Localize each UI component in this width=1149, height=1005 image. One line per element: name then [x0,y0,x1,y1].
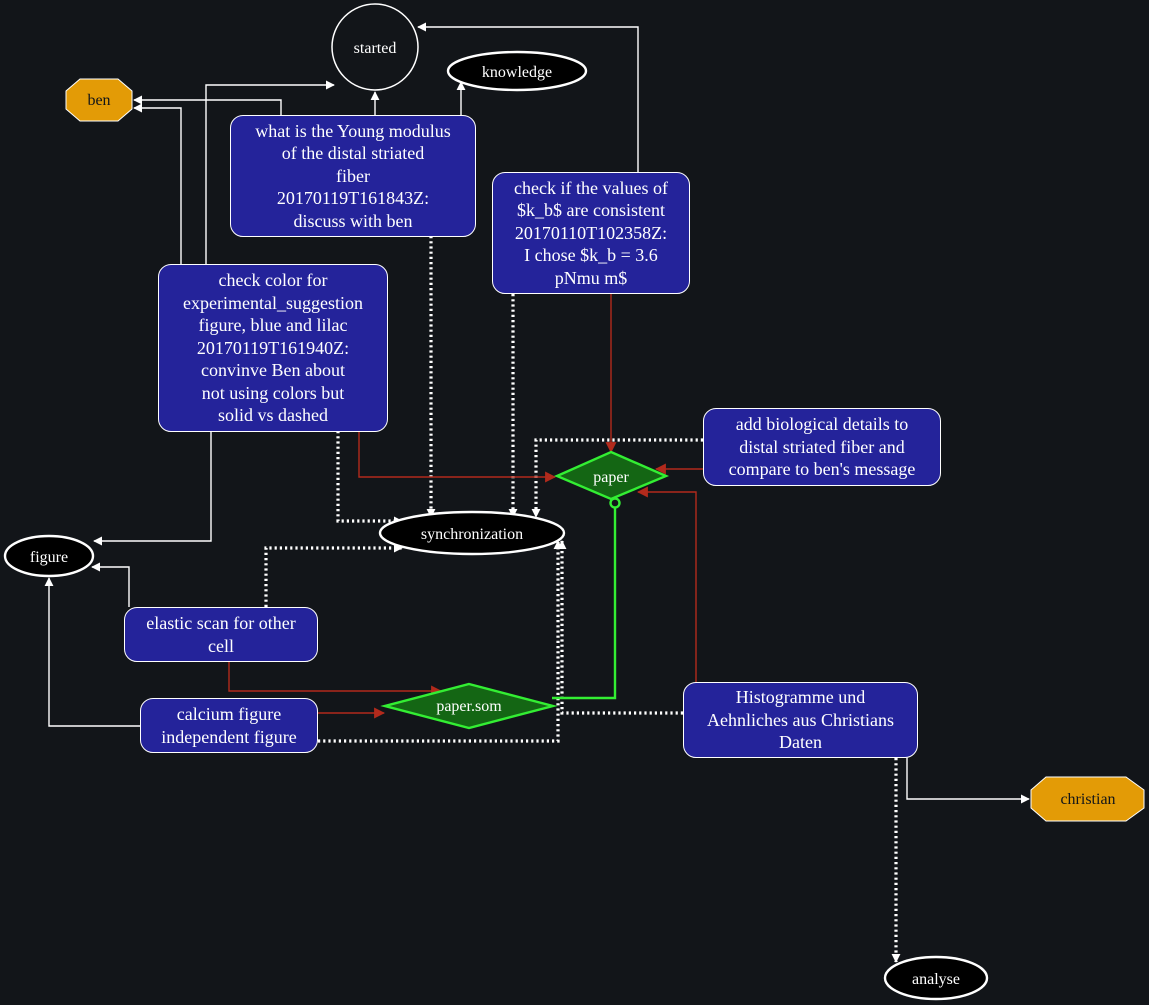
task-line: what is the Young modulus [255,120,451,141]
task-line: compare to ben's message [728,459,916,480]
task-line: Histogramme und [735,687,866,708]
edge-elastic-to-papersom [228,662,443,697]
node-paper-som[interactable]: paper.som [380,682,558,730]
task-elastic-scan[interactable]: elastic scan for other cell [124,607,318,662]
task-line: Daten [779,732,822,753]
task-line: check if the values of [514,177,668,198]
node-paper[interactable]: paper [553,450,670,501]
node-analyse-label: analyse [912,971,960,988]
task-young-modulus[interactable]: what is the Young modulus of the distal … [230,115,476,237]
edge-addbio-to-sync [531,438,703,518]
edge-histo-to-christian [906,758,1030,804]
edge-color-to-ben [133,103,182,265]
task-line: calcium figure [176,704,282,724]
task-line: Aehnliches aus Christians [707,709,894,730]
task-add-bio[interactable]: add biological details to distal striate… [703,408,941,486]
task-calcium-figure[interactable]: calcium figure independent figure [140,698,318,753]
node-paper-som-label: paper.som [436,698,502,715]
edge-color-to-figure [93,431,212,546]
task-line: pNmu m$ [554,267,628,288]
task-line: independent figure [161,726,297,747]
node-knowledge-label: knowledge [482,64,552,81]
edge-elastic-to-figure [91,562,130,607]
task-line: 20170119T161940Z: [196,337,350,358]
task-line: discuss with ben [293,210,413,231]
task-line: not using colors but [201,382,345,403]
task-line: 20170119T161843Z: [276,188,430,209]
node-figure[interactable]: figure [3,534,95,578]
node-figure-label: figure [30,549,68,566]
task-check-color[interactable]: check color for experimental_suggestion … [158,264,388,432]
task-check-kb[interactable]: check if the values of $k_b$ are consist… [492,172,690,294]
edge-elastic-to-sync [264,543,403,607]
node-started[interactable]: started [331,3,419,91]
edge-calcium-to-figure [44,577,140,727]
task-line: fiber [336,165,370,186]
node-knowledge[interactable]: knowledge [446,50,588,92]
task-line: figure, blue and lilac [198,315,348,336]
node-christian-label: christian [1060,791,1115,808]
edge-histo-to-paper [636,486,697,684]
task-line: $k_b$ are consistent [517,200,665,221]
node-synchronization[interactable]: synchronization [378,510,566,556]
node-analyse[interactable]: analyse [883,955,989,1001]
edge-calcium-to-sync [318,540,563,743]
task-line: distal striated fiber and [739,436,905,457]
task-line: check color for [218,270,328,291]
edge-histo-to-sync [557,540,683,715]
edge-color-to-sync [336,431,403,526]
edge-kb-to-started [417,22,639,172]
node-paper-label: paper [593,469,629,486]
node-synchronization-label: synchronization [421,526,523,543]
task-line: I chose $k_b = 3.6 [524,245,658,266]
node-christian[interactable]: christian [1030,776,1145,822]
edges-red [228,294,703,719]
edge-color-to-paper [358,431,557,483]
edge-young-to-ben [133,95,282,115]
task-line: cell [208,635,234,656]
node-ben[interactable]: ben [65,78,133,122]
edges-solid [44,22,1030,804]
task-line: experimental_suggestion [183,292,363,313]
task-line: add biological details to [735,414,909,435]
task-line: of the distal striated [281,143,425,164]
task-line: convinve Ben about [201,360,345,381]
task-line: 20170110T102358Z: [514,222,668,243]
node-started-label: started [354,40,397,57]
task-line: solid vs dashed [218,405,328,426]
edges-dotted [264,236,901,963]
node-ben-label: ben [87,92,110,109]
edge-color-to-started [205,80,335,265]
task-histogramme[interactable]: Histogramme und Aehnliches aus Christian… [683,682,918,758]
task-line: elastic scan for other [146,613,296,633]
